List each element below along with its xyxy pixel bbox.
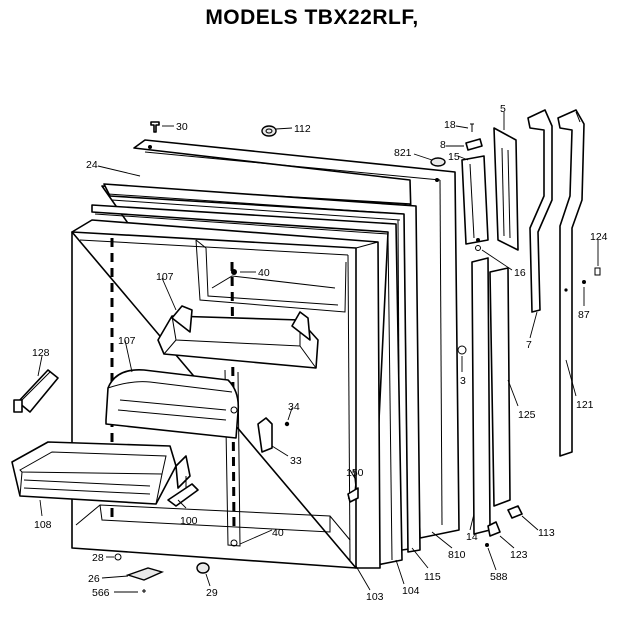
label-128: 128 xyxy=(32,347,50,359)
label-26: 26 xyxy=(88,573,100,585)
label-125: 125 xyxy=(518,409,536,421)
label-40-upper: 40 xyxy=(258,267,270,279)
label-588: 588 xyxy=(490,571,508,583)
label-107-upper: 107 xyxy=(156,271,174,283)
dairy-shelf-bin xyxy=(157,305,319,369)
label-112: 112 xyxy=(294,123,311,135)
label-33: 33 xyxy=(290,455,302,467)
label-113: 113 xyxy=(538,527,555,539)
label-810: 810 xyxy=(448,549,466,561)
label-14: 14 xyxy=(466,531,478,543)
label-104: 104 xyxy=(402,585,420,597)
label-24: 24 xyxy=(86,159,98,171)
label-18: 18 xyxy=(444,119,456,131)
part-labels: 30 112 24 821 8 18 15 5 16 124 87 7 121 … xyxy=(32,103,608,603)
small-hardware xyxy=(114,121,523,593)
label-34: 34 xyxy=(288,401,300,413)
label-40-lower: 40 xyxy=(272,527,284,539)
label-8: 8 xyxy=(440,139,446,151)
label-30: 30 xyxy=(176,121,188,133)
label-108: 108 xyxy=(34,519,52,531)
lower-door-shelf xyxy=(11,441,191,505)
label-121: 121 xyxy=(576,399,594,411)
label-16: 16 xyxy=(514,267,526,279)
label-15: 15 xyxy=(448,151,460,163)
label-107-lower: 107 xyxy=(118,335,136,347)
label-115: 115 xyxy=(424,571,441,583)
shelf-bracket xyxy=(167,476,199,507)
label-123: 123 xyxy=(510,549,528,561)
label-3: 3 xyxy=(460,375,466,387)
label-821: 821 xyxy=(394,147,412,159)
label-124: 124 xyxy=(590,231,608,243)
leader-lines xyxy=(37,112,599,593)
label-7: 7 xyxy=(526,339,532,351)
curved-bin-cover xyxy=(105,369,240,439)
door-side-strips xyxy=(457,127,519,535)
label-566: 566 xyxy=(92,587,110,599)
label-100: 100 xyxy=(180,515,198,527)
door-handles xyxy=(527,109,601,457)
label-29: 29 xyxy=(206,587,218,599)
small-bin xyxy=(13,369,59,413)
label-150: 150 xyxy=(346,467,364,479)
label-5: 5 xyxy=(500,103,506,115)
door-outer-shell xyxy=(133,139,460,539)
label-103: 103 xyxy=(366,591,384,603)
label-87: 87 xyxy=(578,309,590,321)
diagram-title: MODELS TBX22RLF, xyxy=(205,6,419,29)
label-28: 28 xyxy=(92,552,104,564)
